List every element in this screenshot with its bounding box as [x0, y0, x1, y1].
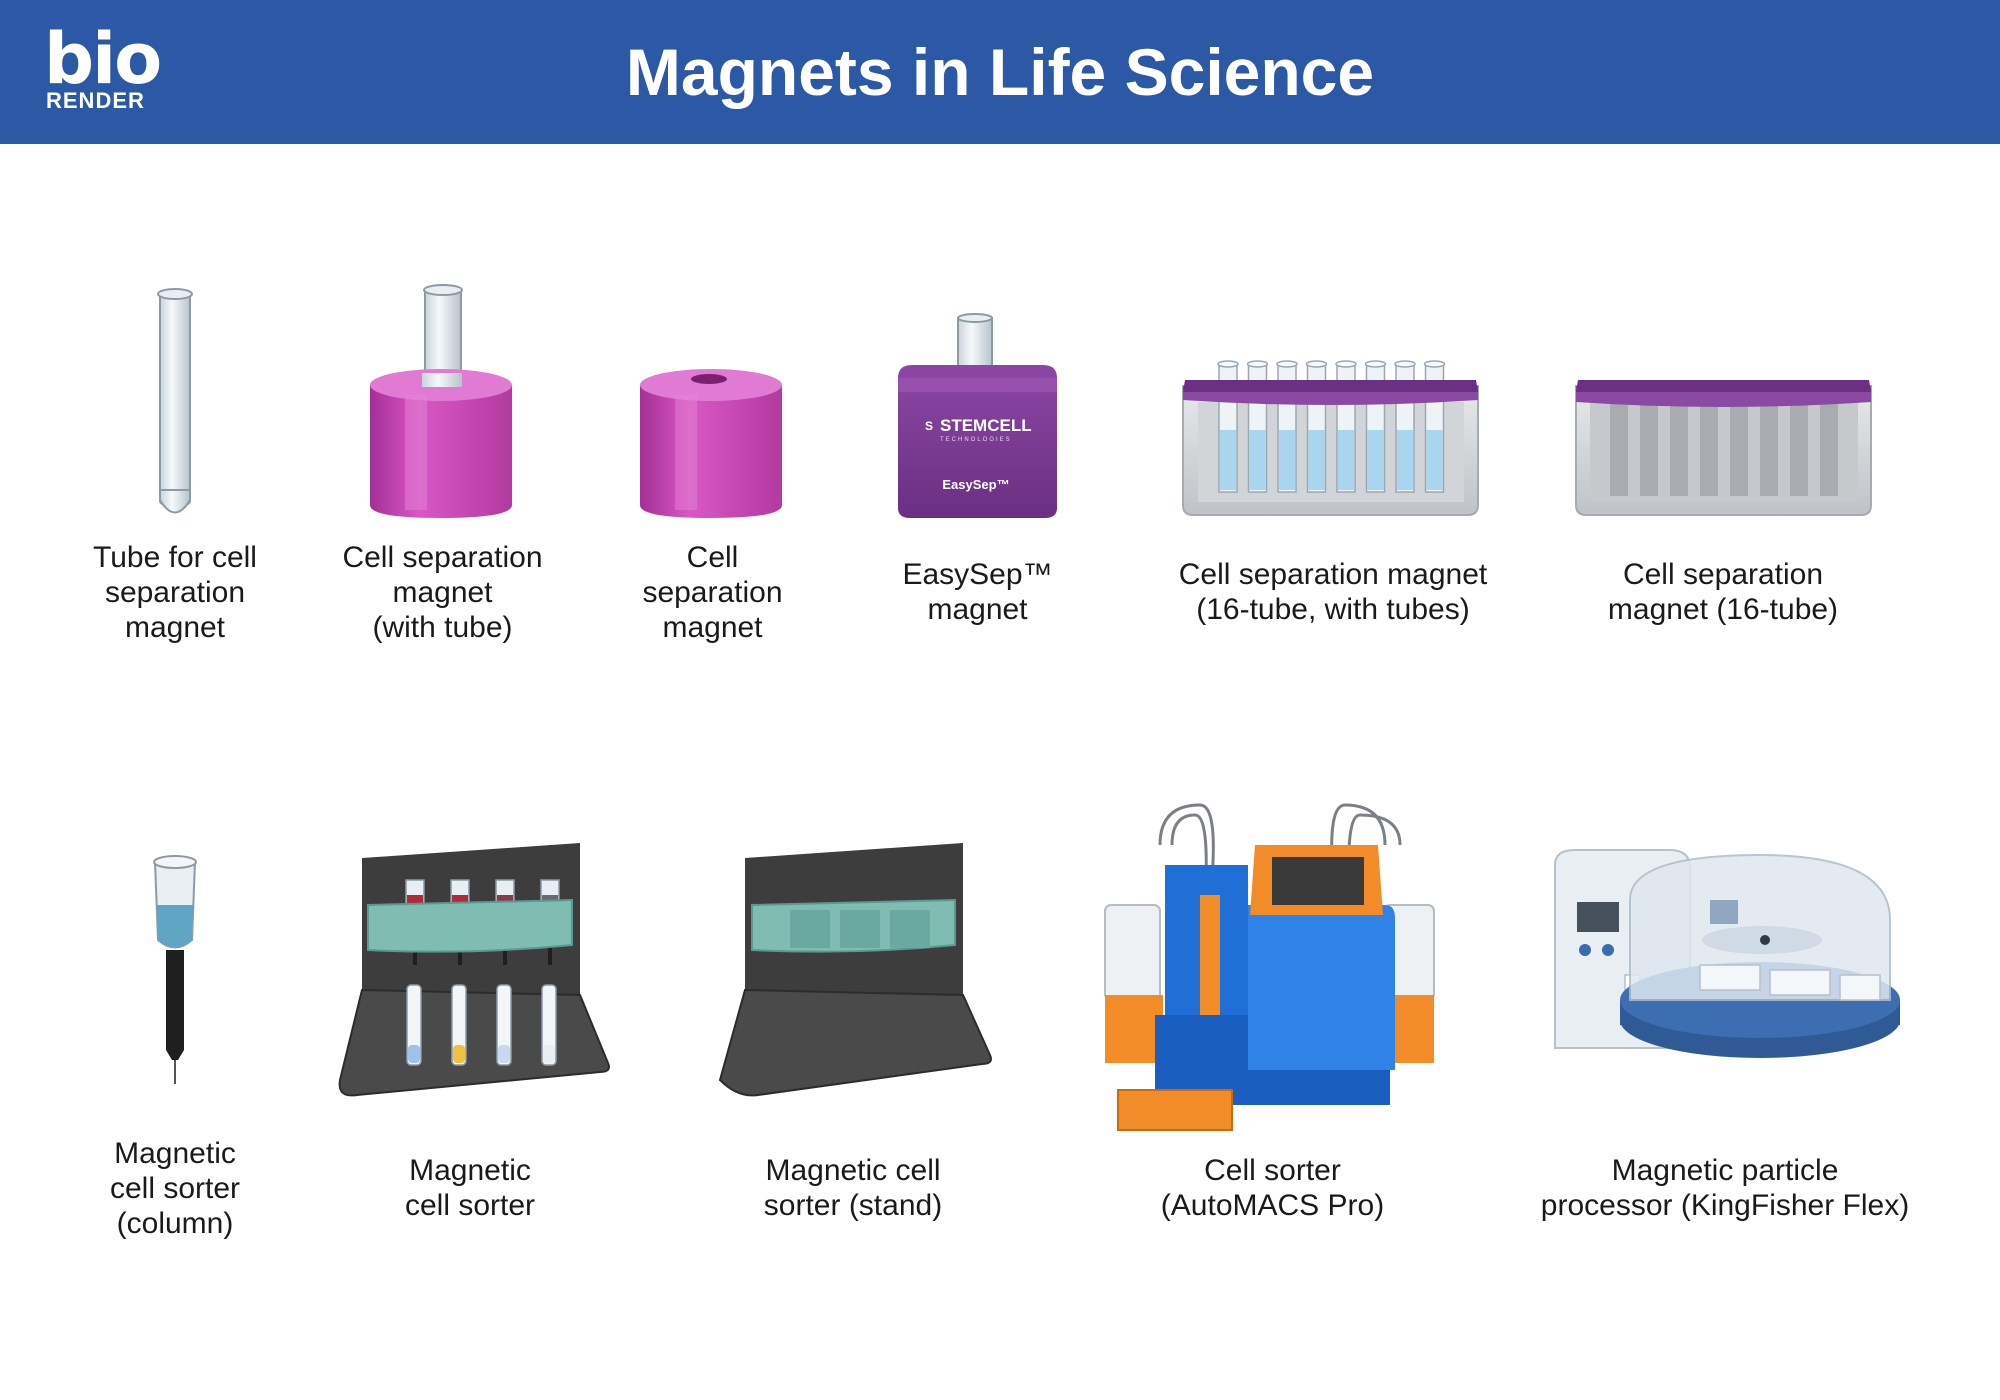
logo-main-text: bio — [44, 18, 162, 100]
automacs-pro-illustration — [1104, 803, 1435, 1131]
sorter-tube-set — [405, 879, 560, 1066]
rack-with-tubes-illustration — [1182, 360, 1479, 516]
page-title: Magnets in Life Science — [625, 35, 1375, 109]
rack-slot — [1790, 404, 1808, 496]
item-label-sorter-column: Magnetic cell sorter (column) — [109, 1137, 241, 1240]
sorter-stand-illustration — [718, 843, 992, 1097]
rack-slot-set — [1610, 404, 1838, 496]
item-label-tube: Tube for cell separation magnet — [93, 541, 257, 644]
item-label-magnetic-cell-sorter: Magnetic cell sorter — [404, 1154, 536, 1222]
logo-sub-text: RENDER — [46, 88, 145, 113]
stemcell-logo-icon: S — [925, 419, 933, 433]
easysep-magnet-illustration: S STEMCELL TECHNOLOGIES EasySep™ — [898, 313, 1057, 518]
sorter-tube — [405, 879, 425, 1066]
stemcell-subbrand: TECHNOLOGIES — [940, 437, 1012, 443]
easysep-product-label: EasySep™ — [942, 477, 1009, 492]
item-label-magnet: Cell separation magnet — [642, 541, 783, 644]
rack-empty-illustration — [1575, 380, 1872, 516]
item-label-kingfisher: Magnetic particle processor (KingFisher … — [1540, 1154, 1910, 1222]
tube-illustration — [157, 288, 193, 514]
magnetic-cell-sorter-illustration — [338, 843, 610, 1097]
biorender-logo: bio RENDER — [44, 24, 162, 120]
rack-slot — [1820, 404, 1838, 496]
rack-slot — [1610, 404, 1628, 496]
kingfisher-flex-illustration — [1554, 849, 1900, 1058]
header-banner: bio RENDER Magnets in Life Science — [0, 0, 2000, 144]
rack-slot — [1760, 404, 1778, 496]
rack-slot — [1670, 404, 1688, 496]
item-label-automacs: Cell sorter (AutoMACS Pro) — [1160, 1154, 1385, 1222]
item-label-rack-with-tubes: Cell separation magnet (16-tube, with tu… — [1178, 558, 1488, 626]
item-label-sorter-stand: Magnetic cell sorter (stand) — [763, 1154, 943, 1222]
sorter-column-illustration — [153, 855, 197, 1084]
magnet-with-tube-illustration — [370, 284, 512, 518]
rack-slot — [1640, 404, 1658, 496]
rack-slot — [1730, 404, 1748, 496]
rack-slot — [1700, 404, 1718, 496]
stemcell-brand: STEMCELL — [940, 416, 1032, 435]
item-label-rack-16: Cell separation magnet (16-tube) — [1607, 558, 1839, 626]
item-label-easysep: EasySep™ magnet — [902, 558, 1053, 626]
item-label-magnet-with-tube: Cell separation magnet (with tube) — [342, 541, 543, 644]
magnet-illustration — [640, 369, 782, 518]
